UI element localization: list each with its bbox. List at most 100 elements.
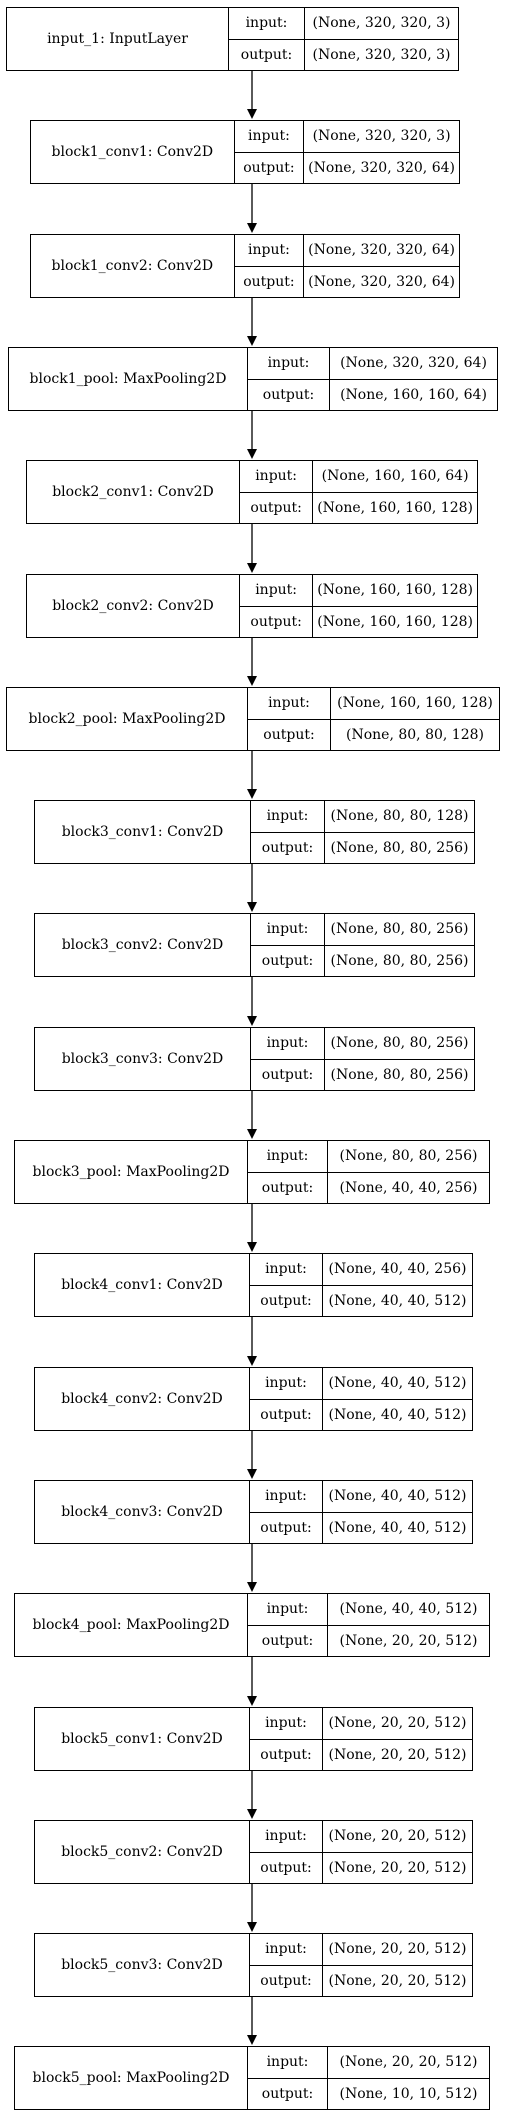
- input-shape: (None, 20, 20, 512): [323, 1708, 472, 1740]
- layer-name: block5_conv2: Conv2D: [35, 1821, 250, 1883]
- arrowhead-icon: [247, 1242, 257, 1252]
- output-label: output:: [250, 499, 302, 516]
- shape-values: (None, 80, 80, 256) (None, 40, 40, 256): [328, 1141, 489, 1203]
- output-shape: (None, 20, 20, 512): [328, 1859, 467, 1876]
- output-shape: (None, 20, 20, 512): [328, 1746, 467, 1763]
- input-label: input:: [250, 1254, 322, 1286]
- input-shape: (None, 20, 20, 512): [323, 1821, 472, 1853]
- input-label: input:: [248, 348, 329, 380]
- shape-values: (None, 40, 40, 256)(None, 40, 40, 512): [323, 1254, 472, 1316]
- arrowhead-icon: [247, 1016, 257, 1026]
- input-shape: (None, 80, 80, 256): [328, 1141, 489, 1173]
- output-label: output:: [240, 46, 293, 63]
- output-label: output:: [243, 273, 295, 290]
- input-shape: (None, 320, 320, 64): [304, 235, 459, 267]
- layer-name: block3_conv1: Conv2D: [35, 801, 251, 863]
- arrowhead-icon: [247, 789, 257, 799]
- shape-values: (None, 80, 80, 256)(None, 80, 80, 256): [325, 914, 474, 976]
- io-labels: input: output:: [234, 121, 305, 183]
- arrowhead-icon: [247, 336, 257, 346]
- output-shape: (None, 80, 80, 256): [330, 1066, 469, 1083]
- output-shape: (None, 40, 40, 512): [328, 1406, 467, 1423]
- output-shape: (None, 80, 80, 128): [346, 726, 484, 743]
- input-label: input:: [248, 1141, 327, 1173]
- layer-name: block3_conv3: Conv2D: [35, 1028, 251, 1090]
- output-label: output:: [250, 613, 302, 630]
- arrowhead-icon: [247, 1809, 257, 1819]
- layer-name: block1_conv1: Conv2D: [31, 121, 235, 183]
- arrowhead-icon: [247, 449, 257, 459]
- output-shape: (None, 160, 160, 128): [317, 613, 473, 630]
- io-labels: input: output:: [248, 348, 330, 410]
- arrowhead-icon: [247, 2035, 257, 2045]
- io-labels: input:output:: [248, 1594, 328, 1656]
- arrowhead-icon: [247, 1582, 257, 1592]
- input-label: input:: [250, 1821, 322, 1853]
- input-label: input:: [229, 8, 304, 40]
- arrowhead-icon: [247, 676, 257, 686]
- layer-name: block1_conv2: Conv2D: [31, 235, 235, 297]
- output-shape: (None, 10, 10, 512): [339, 2085, 478, 2102]
- output-label: output:: [261, 2085, 314, 2102]
- output-label: output:: [260, 1292, 312, 1309]
- io-labels: input:output:: [250, 1934, 323, 1996]
- output-shape: (None, 40, 40, 512): [328, 1292, 467, 1309]
- output-shape: (None, 320, 320, 3): [312, 46, 451, 63]
- io-labels: input:output:: [251, 1028, 325, 1090]
- io-labels: input:output:: [248, 1141, 328, 1203]
- shape-values: (None, 320, 320, 3)(None, 320, 320, 3): [305, 8, 458, 70]
- arrowhead-icon: [247, 1696, 257, 1706]
- input-label: input:: [240, 461, 313, 493]
- input-label: input:: [248, 1594, 327, 1626]
- input-shape: (None, 40, 40, 512): [323, 1368, 472, 1400]
- output-shape: (None, 40, 40, 256): [339, 1179, 478, 1196]
- layer-name: block4_conv3: Conv2D: [35, 1481, 250, 1543]
- layer-name: block2_conv2: Conv2D: [27, 575, 241, 637]
- output-label: output:: [260, 1972, 312, 1989]
- io-labels: input: output:: [250, 1254, 323, 1316]
- arrowhead-icon: [247, 223, 257, 233]
- output-label: output:: [260, 1746, 312, 1763]
- output-shape: (None, 20, 20, 512): [328, 1972, 467, 1989]
- arrowhead-icon: [247, 1469, 257, 1479]
- input-label: input:: [248, 688, 330, 720]
- input-shape: (None, 20, 20, 512): [323, 1934, 472, 1966]
- input-shape: (None, 320, 320, 64): [330, 348, 497, 380]
- output-shape: (None, 20, 20, 512): [339, 1632, 478, 1649]
- layer-name: block4_conv2: Conv2D: [35, 1368, 250, 1430]
- layer-name: block2_pool: MaxPooling2D: [7, 688, 248, 750]
- input-label: input:: [234, 121, 304, 153]
- shape-values: (None, 40, 40, 512)(None, 20, 20, 512): [328, 1594, 489, 1656]
- layer-name: block3_conv2: Conv2D: [35, 914, 251, 976]
- shape-values: (None, 320, 320, 64)(None, 320, 320, 64): [304, 235, 459, 297]
- input-label: input:: [250, 1368, 322, 1400]
- shape-values: (None, 20, 20, 512)(None, 10, 10, 512): [328, 2047, 489, 2109]
- layer-name: block1_pool: MaxPooling2D: [9, 348, 248, 410]
- shape-values: (None, 80, 80, 256) (None, 80, 80, 256): [325, 1028, 474, 1090]
- io-labels: input:output:: [251, 801, 325, 863]
- io-labels: input:output:: [248, 688, 331, 750]
- output-label: output:: [262, 386, 315, 403]
- output-shape: (None, 160, 160, 64): [340, 386, 487, 403]
- input-shape: (None, 160, 160, 128): [331, 688, 499, 720]
- input-shape: (None, 80, 80, 256): [325, 1028, 474, 1060]
- shape-values: (None, 20, 20, 512) (None, 20, 20, 512): [323, 1821, 472, 1883]
- shape-values: (None, 40, 40, 512) (None, 40, 40, 512): [323, 1368, 472, 1430]
- io-labels: input:output:: [250, 1708, 323, 1770]
- output-label: output:: [243, 159, 295, 176]
- arrowhead-icon: [247, 1129, 257, 1139]
- output-label: output:: [260, 1859, 312, 1876]
- input-label: input:: [248, 2047, 327, 2079]
